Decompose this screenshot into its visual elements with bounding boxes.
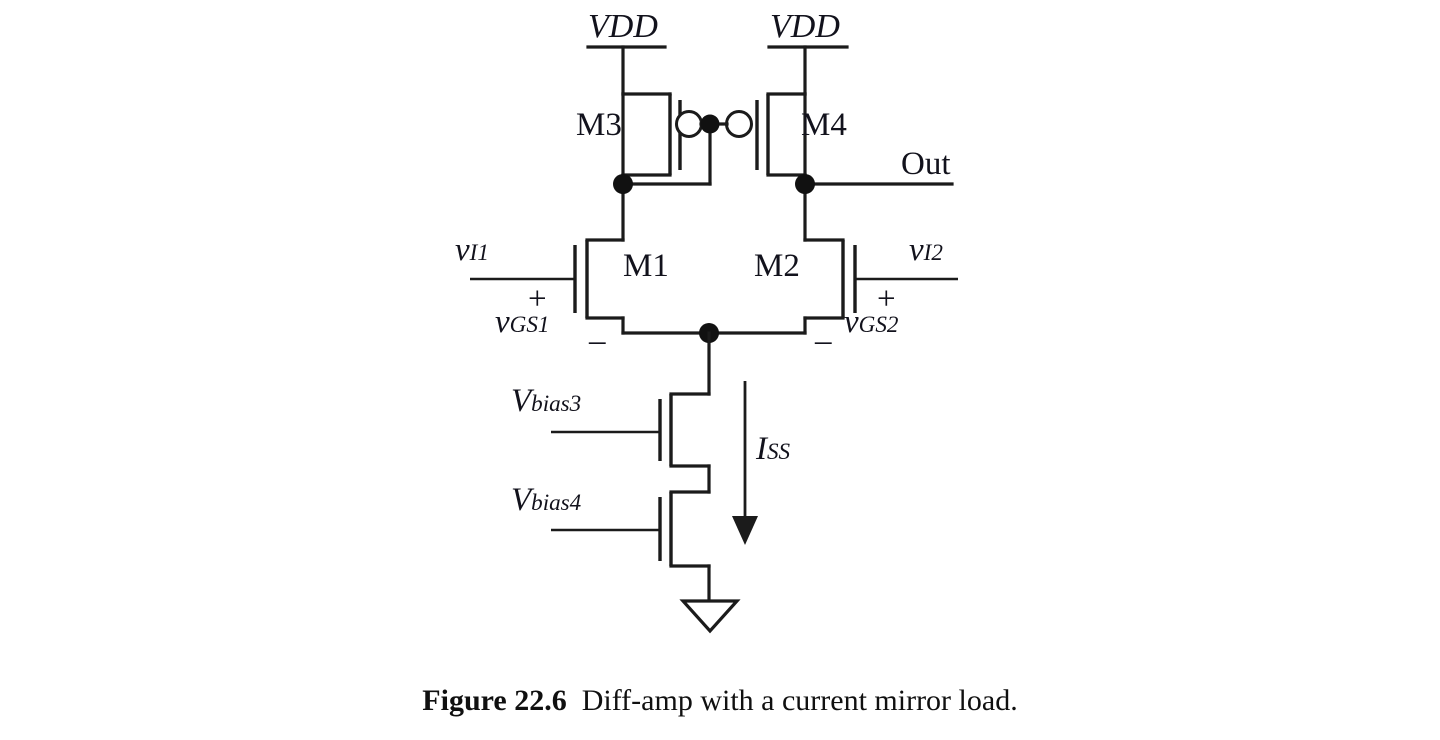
label-vgs1-base: v bbox=[495, 304, 510, 340]
label-vi2-base: v bbox=[909, 232, 924, 268]
label-m3: M3 bbox=[576, 107, 622, 143]
vdd-rail-right bbox=[767, 45, 849, 96]
label-vbias4: Vbias4 bbox=[511, 484, 581, 517]
label-iss-subscript: SS bbox=[767, 438, 791, 464]
label-vbias3-subscript: bias3 bbox=[531, 390, 582, 416]
label-vi1-base: v bbox=[455, 232, 470, 268]
transistor-m3 bbox=[621, 92, 703, 177]
label-vgs2-subscript: GS2 bbox=[858, 311, 899, 337]
label-iss-base: I bbox=[756, 431, 767, 467]
label-vgs2-base: v bbox=[844, 304, 859, 340]
transistor-bias4 bbox=[551, 490, 711, 603]
label-vi1: vI1 bbox=[455, 234, 489, 267]
label-vbias3-base: V bbox=[511, 383, 532, 419]
polarity-plus-vgs1: + bbox=[528, 281, 547, 317]
label-vbias4-subscript: bias4 bbox=[531, 489, 582, 515]
ground-symbol bbox=[679, 599, 741, 634]
label-m4: M4 bbox=[801, 107, 847, 143]
junction-dot-mirror-gate bbox=[700, 114, 720, 134]
junction-dot-m3-drain bbox=[613, 174, 633, 194]
label-vgs1: vGS1 bbox=[495, 306, 549, 339]
figure-caption: Figure 22.6 Diff-amp with a current mirr… bbox=[0, 684, 1440, 718]
transistor-m1 bbox=[470, 238, 711, 335]
current-mirror-gate-net bbox=[621, 114, 729, 186]
current-arrow-iss bbox=[732, 381, 758, 545]
polarity-minus-vgs1: – bbox=[589, 323, 606, 359]
label-m1: M1 bbox=[623, 248, 669, 284]
transistor-bias3 bbox=[551, 392, 711, 494]
node-tail bbox=[699, 323, 719, 396]
label-vbias3: Vbias3 bbox=[511, 385, 581, 418]
pmos-bubble-m3 bbox=[675, 110, 703, 138]
label-iss: ISS bbox=[756, 433, 790, 466]
label-out: Out bbox=[901, 146, 951, 182]
label-vi2-subscript: I2 bbox=[923, 239, 943, 265]
transistor-m4 bbox=[725, 92, 807, 177]
label-m2: M2 bbox=[754, 248, 800, 284]
figure-caption-label: Figure 22.6 bbox=[422, 684, 567, 717]
label-vdd-right: VDD bbox=[770, 8, 840, 45]
label-vi2: vI2 bbox=[909, 234, 943, 267]
label-vgs1-subscript: GS1 bbox=[509, 311, 550, 337]
label-vi1-subscript: I1 bbox=[469, 239, 489, 265]
vdd-rail-left bbox=[586, 45, 667, 96]
label-vgs2: vGS2 bbox=[844, 306, 898, 339]
figure-caption-text: Diff-amp with a current mirror load. bbox=[581, 684, 1018, 717]
transistor-m2 bbox=[707, 238, 958, 335]
node-output bbox=[795, 173, 954, 242]
label-vdd-left: VDD bbox=[588, 8, 658, 45]
junction-dot-output bbox=[795, 174, 815, 194]
polarity-minus-vgs2: – bbox=[815, 323, 832, 359]
pmos-bubble-m4 bbox=[725, 110, 753, 138]
polarity-plus-vgs2: + bbox=[877, 281, 896, 317]
node-m3-drain bbox=[613, 173, 633, 242]
label-vbias4-base: V bbox=[511, 482, 532, 518]
